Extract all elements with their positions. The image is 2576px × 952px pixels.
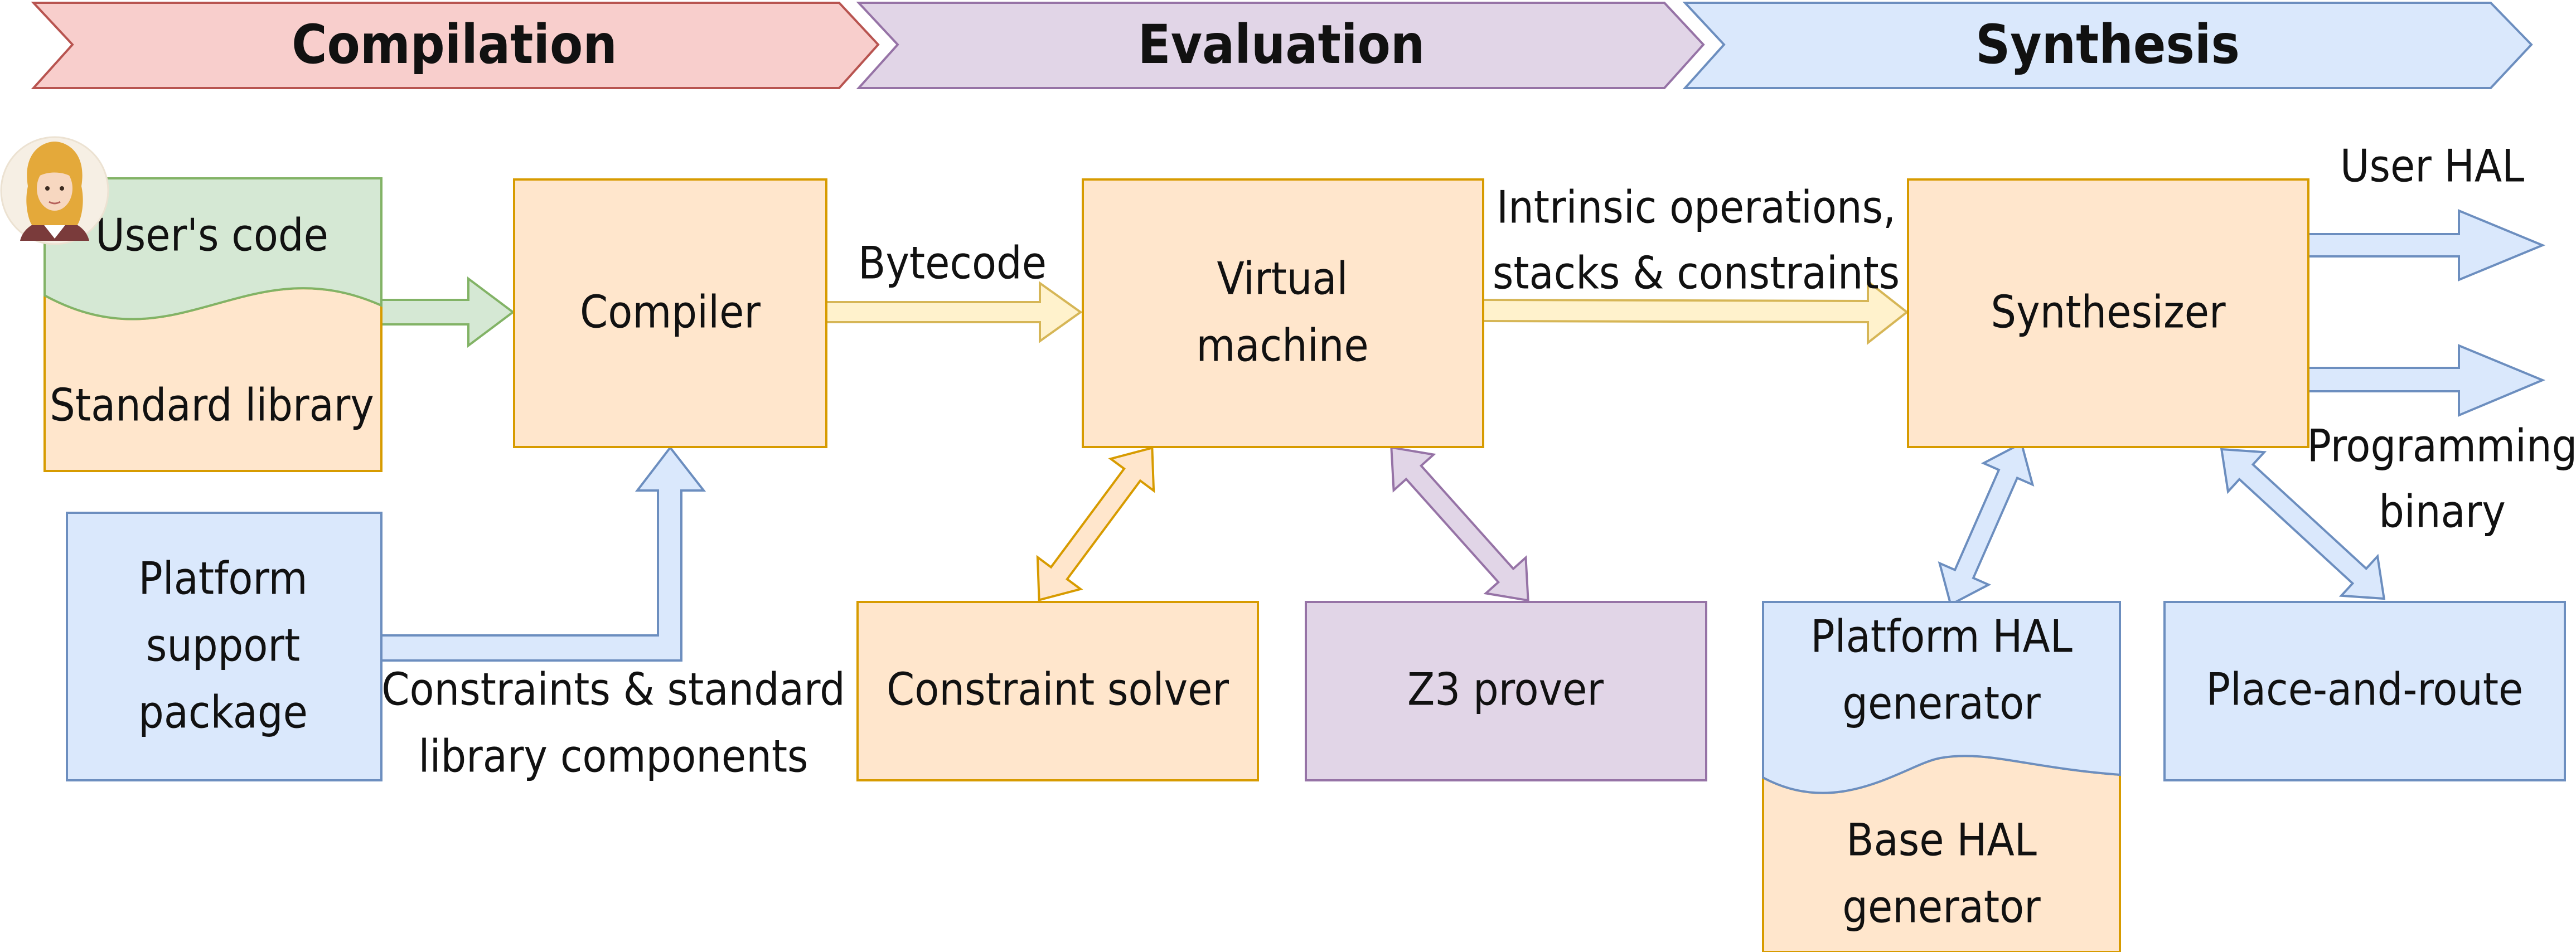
arrow-synth-platform-hal <box>1938 441 2035 606</box>
users-code-label: User's code <box>95 210 328 261</box>
users-code-shape <box>43 177 382 320</box>
node-compiler: Compiler <box>513 178 827 448</box>
node-platform-support-package: Platform support package <box>66 512 382 781</box>
base-hal-label-line1: Base HAL <box>1846 814 2037 866</box>
phase-synthesis: Synthesis <box>1682 2 2533 89</box>
platform-hal-label-line2: generator <box>1842 678 2041 730</box>
arrow-psp-to-compiler <box>380 445 706 662</box>
platform-support-label-line2: support <box>146 620 300 672</box>
virtual-machine-label-line1: Virtual <box>1217 253 1348 305</box>
arrow-vm-z3 <box>1390 446 1529 602</box>
node-z3-prover: Z3 prover <box>1305 601 1707 781</box>
phase-synthesis-label: Synthesis <box>1975 13 2240 76</box>
user-avatar-icon <box>0 136 109 245</box>
intrinsics-label-line2: stacks & constraints <box>1493 247 1900 299</box>
compiler-label: Compiler <box>580 286 761 338</box>
arrow-user-hal <box>2307 209 2546 281</box>
arrow-programming-binary <box>2307 344 2546 417</box>
node-virtual-machine: Virtual machine <box>1082 178 1484 448</box>
virtual-machine-label-line2: machine <box>1196 320 1368 372</box>
arrow-synth-place-route <box>2220 448 2386 600</box>
platform-support-label-line3: package <box>138 687 308 739</box>
constraints-stdlib-label-line1: Constraints & standard <box>381 664 845 716</box>
node-constraint-solver: Constraint solver <box>856 601 1259 781</box>
platform-support-label-line1: Platform <box>138 553 307 605</box>
phase-evaluation: Evaluation <box>856 2 1705 89</box>
constraints-stdlib-label-line2: library components <box>418 731 808 783</box>
node-place-and-route: Place-and-route <box>2163 601 2566 781</box>
standard-library-label: Standard library <box>50 380 374 431</box>
z3-prover-label: Z3 prover <box>1407 664 1604 716</box>
phase-compilation: Compilation <box>31 2 880 89</box>
arrow-vm-constraint-solver <box>1036 446 1155 602</box>
constraint-solver-label: Constraint solver <box>887 664 1229 716</box>
user-hal-label: User HAL <box>2340 140 2524 192</box>
platform-hal-label-line1: Platform HAL <box>1810 611 2073 663</box>
node-synthesizer: Synthesizer <box>1907 178 2309 448</box>
arrow-intrinsics <box>1482 279 1909 346</box>
phase-evaluation-label: Evaluation <box>1138 13 1425 76</box>
bytecode-label: Bytecode <box>858 237 1047 289</box>
arrow-code-to-compiler <box>380 276 515 348</box>
phase-compilation-label: Compilation <box>292 13 617 76</box>
base-hal-label-line2: generator <box>1842 881 2041 933</box>
programming-binary-label-line1: Programming <box>2307 420 2576 472</box>
node-hal-generators: Platform HAL generator Base HAL generato… <box>1762 601 2121 952</box>
intrinsics-label-line1: Intrinsic operations, <box>1497 182 1896 234</box>
node-user-code-stdlib: User's code Standard library <box>43 177 382 472</box>
platform-hal-generator-shape <box>1762 601 2121 794</box>
synthesizer-label: Synthesizer <box>1991 286 2226 338</box>
arrow-bytecode <box>825 281 1083 343</box>
place-and-route-label: Place-and-route <box>2206 664 2524 716</box>
programming-binary-label-line2: binary <box>2379 486 2506 538</box>
